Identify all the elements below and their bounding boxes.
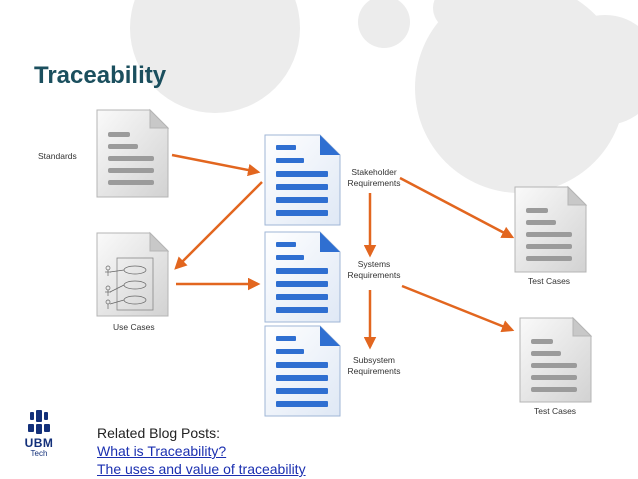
subsystem-requirements-document-icon bbox=[264, 325, 341, 417]
arrow-stakeholder-to-testcases bbox=[399, 176, 515, 239]
arrow-stakeholder-to-usecases bbox=[174, 181, 263, 270]
ubm-tech-logo-icon bbox=[28, 410, 50, 434]
test-cases-label-2: Test Cases bbox=[534, 406, 577, 416]
use-cases-document-icon bbox=[96, 231, 170, 317]
arrow-systems-to-testcases bbox=[401, 284, 515, 333]
related-blog-posts: Related Blog Posts: What is Traceability… bbox=[97, 424, 306, 478]
ubm-tech-logo-text: UBM Tech bbox=[24, 436, 54, 458]
use-cases-label: Use Cases bbox=[113, 322, 155, 332]
test-cases-label-1: Test Cases bbox=[528, 276, 571, 286]
arrow-standards-to-stakeholder bbox=[171, 153, 261, 177]
standards-label: Standards bbox=[38, 151, 77, 161]
link-uses-and-value[interactable]: The uses and value of traceability bbox=[97, 461, 306, 477]
test-cases-document-icon-2 bbox=[519, 316, 593, 403]
standards-document-icon bbox=[96, 108, 170, 198]
test-cases-document-icon-1 bbox=[514, 185, 588, 273]
link-what-is-traceability[interactable]: What is Traceability? bbox=[97, 443, 227, 459]
stakeholder-requirements-document-icon bbox=[264, 134, 341, 226]
related-heading: Related Blog Posts: bbox=[97, 425, 220, 441]
page-title: Traceability bbox=[34, 62, 167, 89]
systems-requirements-document-icon bbox=[264, 231, 341, 323]
